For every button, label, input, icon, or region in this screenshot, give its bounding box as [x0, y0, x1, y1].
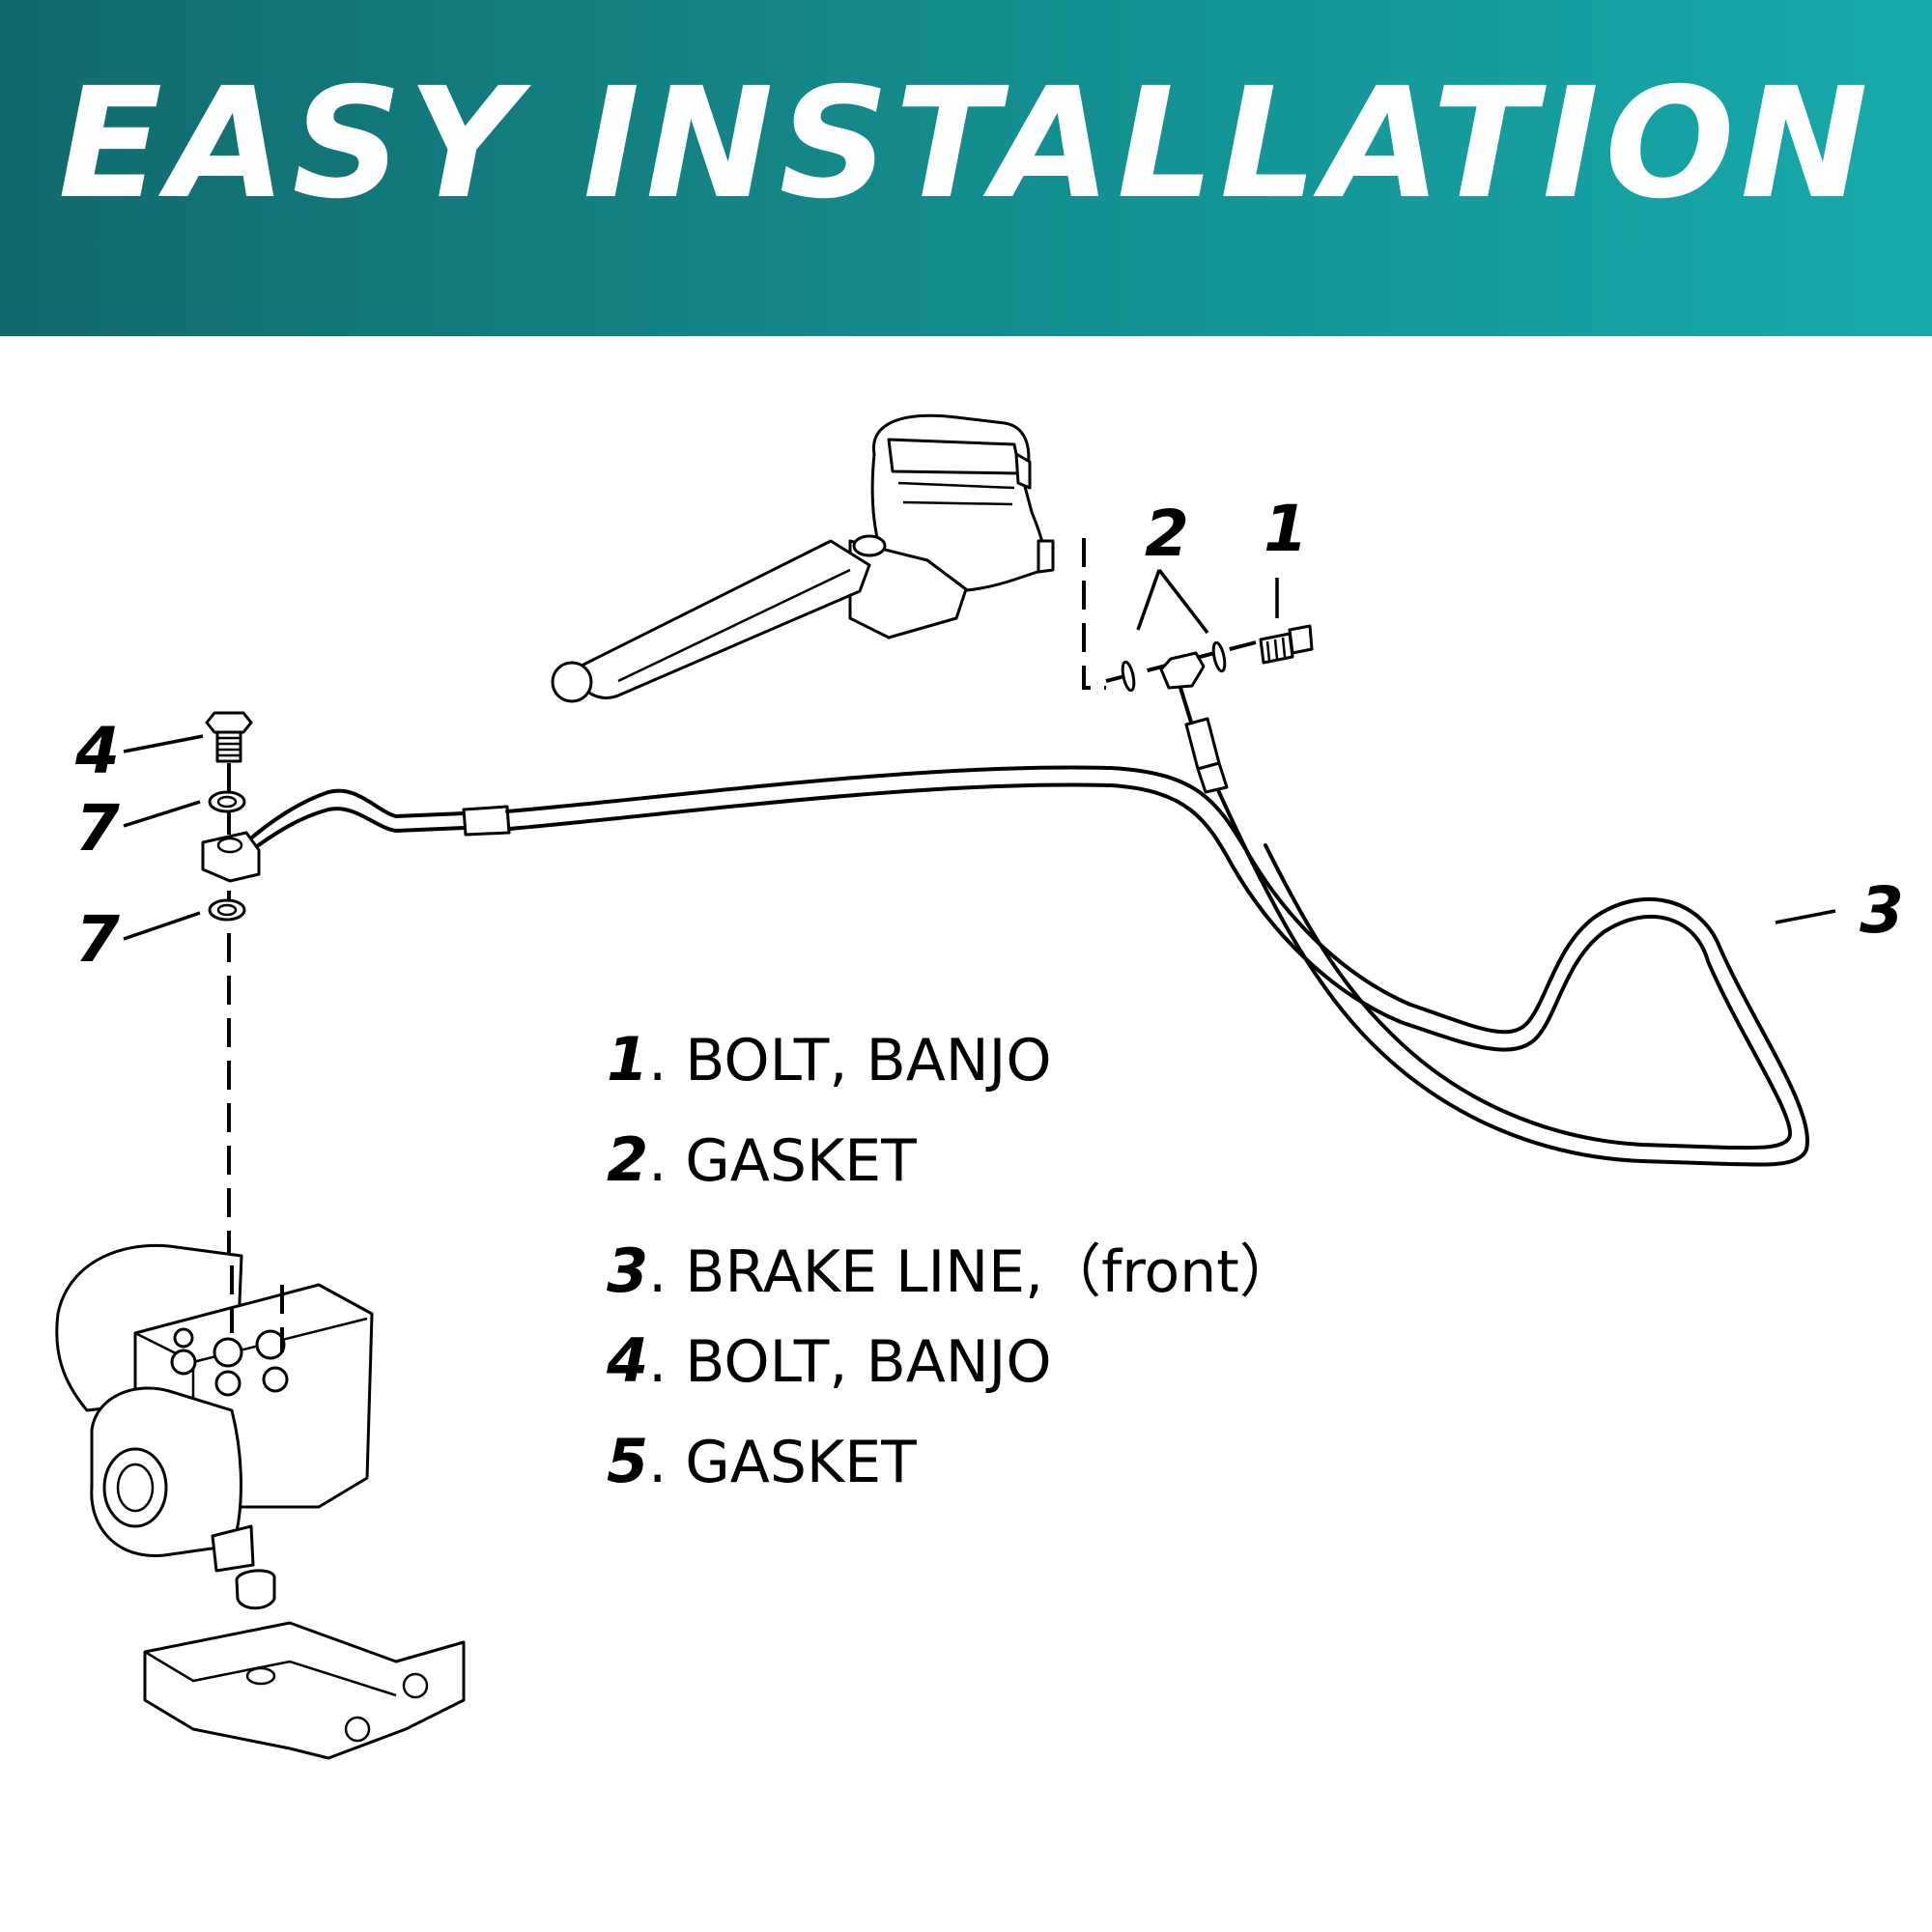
legend-item: 5 . GASKET [607, 1426, 1297, 1526]
legend-number: 4 [607, 1325, 649, 1396]
callout-7-lower: 7 [75, 902, 120, 977]
header-banner: EASY INSTALLATION [0, 0, 1932, 336]
legend-number: 2 [607, 1124, 649, 1195]
callout-4: 4 [74, 714, 120, 788]
legend-item: 3 . BRAKE LINE,（front） [607, 1225, 1297, 1325]
legend-item: 4 . BOLT, BANJO [607, 1325, 1297, 1426]
legend-number: 5 [607, 1426, 649, 1496]
banjo-block-illustration [201, 831, 261, 883]
callout-2: 2 [1145, 497, 1189, 571]
legend-label: . BRAKE LINE,（front） [648, 1238, 1297, 1306]
legend-item: 1 . BOLT, BANJO [607, 1024, 1297, 1124]
gasket-7-lower-illustration [208, 898, 246, 922]
banjo-bolt-1-illustration [1259, 624, 1314, 665]
legend-label: . BOLT, BANJO [648, 1027, 1052, 1094]
abs-module-illustration [55, 1243, 466, 1760]
lower-banjo-assembly [201, 711, 261, 1275]
gasket-2a-illustration [1121, 660, 1136, 693]
banner-title: EASY INSTALLATION [58, 55, 1874, 233]
legend-label: . GASKET [648, 1429, 917, 1496]
banjo-bolt-4-illustration [205, 711, 253, 734]
legend-number: 1 [607, 1024, 649, 1094]
master-cylinder-illustration [551, 413, 1055, 703]
legend-label: . BOLT, BANJO [648, 1328, 1052, 1396]
legend-number: 3 [607, 1236, 649, 1306]
callout-7-upper: 7 [75, 791, 120, 866]
gasket-7-upper-illustration [208, 790, 246, 813]
legend-label: . GASKET [648, 1127, 917, 1195]
legend-item: 2 . GASKET [607, 1124, 1297, 1225]
callout-3: 3 [1860, 873, 1904, 948]
parts-legend: 1 . BOLT, BANJO 2 . GASKET 3 . BRAKE LIN… [607, 1024, 1297, 1526]
gasket-2b-illustration [1211, 640, 1227, 673]
banjo-fitting-illustration [1159, 651, 1206, 690]
callout-1: 1 [1264, 492, 1308, 566]
upper-banjo-assembly [1082, 538, 1314, 693]
brake-line-hose [244, 686, 1810, 1167]
